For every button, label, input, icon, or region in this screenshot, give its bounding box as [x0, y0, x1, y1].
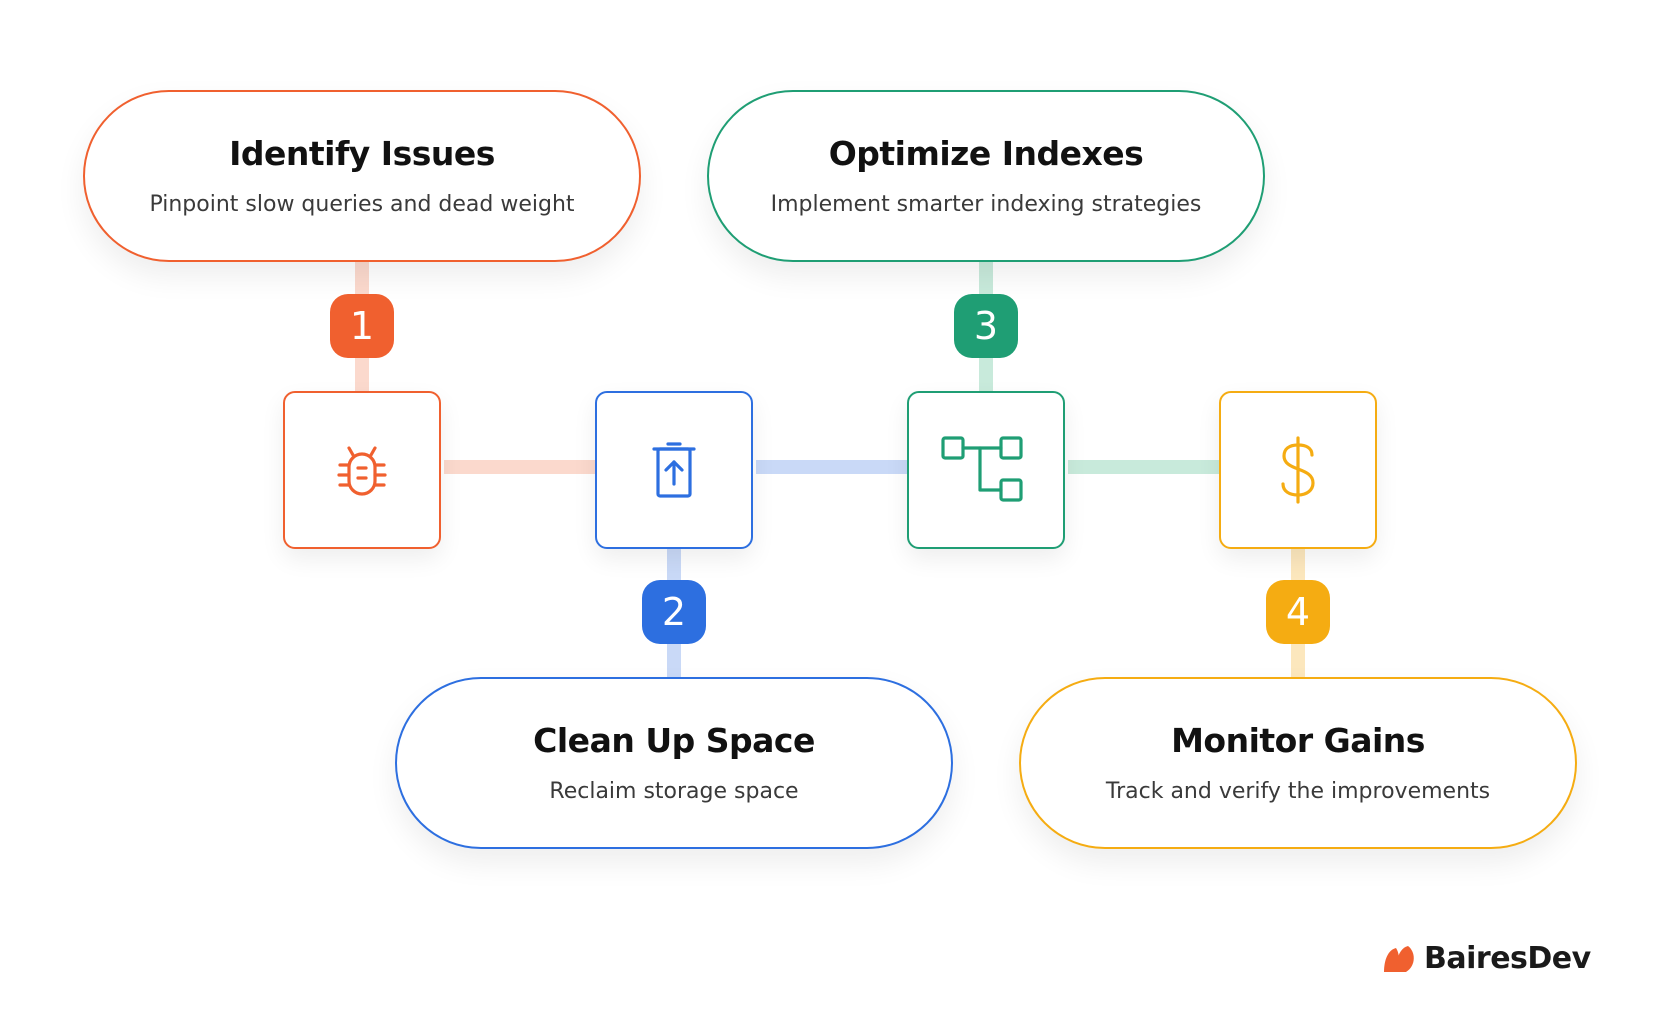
step-4-icon-box [1219, 391, 1377, 549]
dollar-icon [1281, 436, 1315, 504]
step-1-card: Identify Issues Pinpoint slow queries an… [83, 90, 641, 262]
brand-logo: BairesDev [1382, 941, 1591, 976]
step-2-icon-box [595, 391, 753, 549]
connector-2-3 [756, 460, 912, 474]
step-1-title: Identify Issues [229, 134, 495, 173]
bairesdev-logo-icon [1384, 945, 1414, 972]
step-3-title: Optimize Indexes [828, 134, 1144, 173]
trash-upload-icon [652, 442, 696, 498]
step-4-description: Track and verify the improvements [1105, 779, 1491, 804]
step-2-title: Clean Up Space [533, 721, 815, 760]
bug-icon [337, 446, 387, 496]
step-2-card: Clean Up Space Reclaim storage space [395, 677, 953, 849]
step-3-icon-box [907, 391, 1065, 549]
connector-1-2 [444, 460, 600, 474]
step-2-number-badge: 2 [642, 580, 706, 644]
connector-3-4 [1068, 460, 1224, 474]
step-2-description: Reclaim storage space [549, 779, 799, 804]
index-tree-icon [941, 436, 1023, 502]
step-3-number-badge: 3 [954, 294, 1018, 358]
step-3-description: Implement smarter indexing strategies [770, 192, 1202, 217]
step-3-card: Optimize Indexes Implement smarter index… [707, 90, 1265, 262]
step-4-card: Monitor Gains Track and verify the impro… [1019, 677, 1577, 849]
step-1-icon-box [283, 391, 441, 549]
step-1-number-badge: 1 [330, 294, 394, 358]
step-4-title: Monitor Gains [1171, 721, 1425, 760]
step-1-description: Pinpoint slow queries and dead weight [149, 192, 575, 217]
brand-name: BairesDev [1424, 941, 1591, 976]
step-4-number-badge: 4 [1266, 580, 1330, 644]
